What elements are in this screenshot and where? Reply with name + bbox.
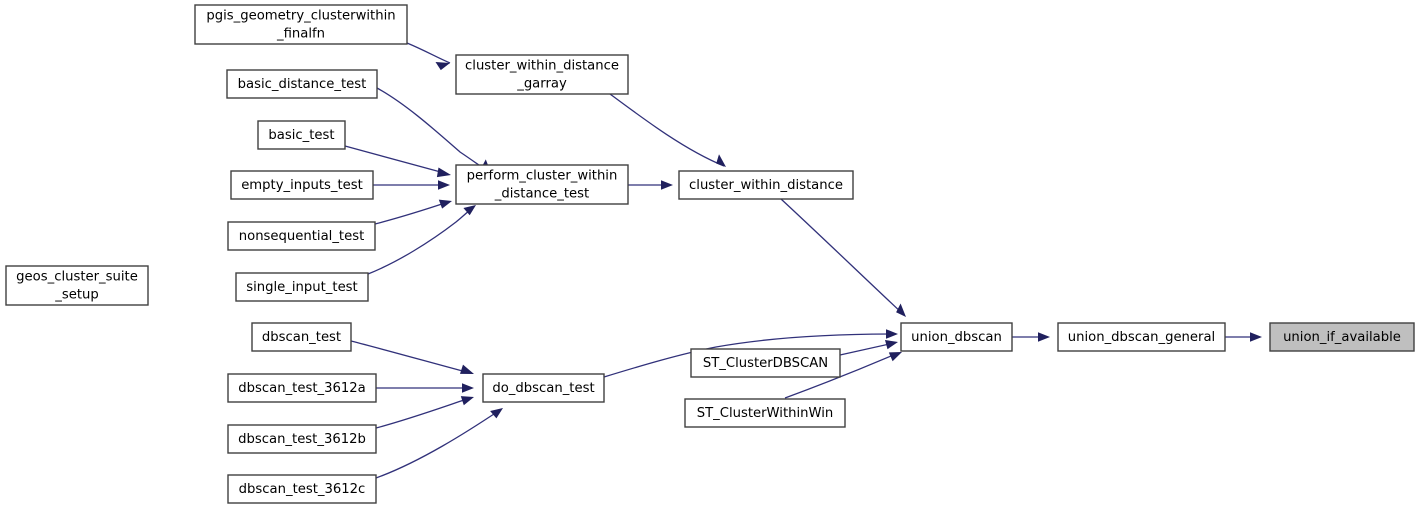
arrow-head-icon — [462, 383, 474, 393]
node-box[interactable] — [235, 272, 369, 302]
node-union_dbscan[interactable]: union_dbscan — [900, 322, 1013, 352]
node-label: dbscan_test_3612b — [238, 432, 366, 447]
node-label: dbscan_test_3612c — [239, 482, 366, 497]
node-nonsequential_test[interactable]: nonsequential_test — [227, 221, 376, 251]
edge-nonsequential_test-to-perform_cluster_within_distance_test — [374, 201, 449, 225]
node-box[interactable] — [455, 54, 629, 95]
node-basic_test[interactable]: basic_test — [257, 120, 346, 150]
edge-basic_test-to-perform_cluster_within_distance_test — [344, 145, 449, 175]
node-box[interactable] — [227, 424, 377, 454]
edge-ST_ClusterDBSCAN-to-union_dbscan — [839, 342, 895, 356]
node-dbscan_test_3612a[interactable]: dbscan_test_3612a — [227, 373, 377, 403]
node-box[interactable] — [900, 322, 1013, 352]
node-label: union_dbscan_general — [1068, 330, 1215, 345]
arrow-head-icon — [438, 180, 450, 190]
node-box[interactable] — [678, 170, 854, 200]
node-label: _finalfn — [276, 27, 325, 42]
arrow-head-icon — [435, 62, 450, 71]
node-box[interactable] — [227, 221, 376, 251]
node-label: do_dbscan_test — [492, 381, 594, 396]
edge-dbscan_test_3612b-to-do_dbscan_test — [375, 397, 471, 429]
node-box[interactable] — [251, 322, 352, 352]
arrow-head-icon — [438, 199, 452, 209]
node-box[interactable] — [482, 373, 605, 403]
node-box[interactable] — [684, 398, 846, 428]
node-label: ST_ClusterWithinWin — [697, 406, 834, 421]
edge-dbscan_test_3612c-to-do_dbscan_test — [375, 409, 501, 479]
node-box[interactable] — [230, 170, 374, 200]
node-geos_cluster_suite_setup[interactable]: geos_cluster_suite _setup — [5, 265, 149, 306]
node-ST_ClusterDBSCAN[interactable]: ST_ClusterDBSCAN — [690, 348, 841, 378]
edge-cluster_within_distance-to-union_dbscan — [780, 198, 904, 315]
arrow-head-icon — [888, 352, 902, 362]
node-union_if_available[interactable]: union_if_available — [1269, 322, 1415, 352]
node-label: dbscan_test_3612a — [238, 381, 365, 396]
edge-single_input_test-to-perform_cluster_within_distance_test — [367, 206, 474, 275]
node-box[interactable] — [257, 120, 346, 150]
arrow-head-icon — [490, 408, 503, 419]
node-dbscan_test[interactable]: dbscan_test — [251, 322, 352, 352]
node-label: perform_cluster_within — [467, 169, 618, 184]
arrow-head-icon — [436, 167, 451, 178]
node-label: nonsequential_test — [239, 229, 364, 244]
node-label: union_dbscan — [911, 330, 1002, 345]
arrow-head-icon — [896, 303, 906, 317]
arrow-head-icon — [661, 180, 673, 190]
edge-pgis_geometry_clusterwithin_finalfn-to-cluster_within_distance_garray — [406, 42, 451, 64]
node-box[interactable] — [1057, 322, 1226, 352]
node-label: ST_ClusterDBSCAN — [703, 356, 828, 371]
node-label: _distance_test — [494, 187, 589, 202]
node-pgis_geometry_clusterwithin_finalfn[interactable]: pgis_geometry_clusterwithin _finalfn — [194, 4, 408, 45]
arrow-head-icon — [1038, 332, 1050, 342]
node-do_dbscan_test[interactable]: do_dbscan_test — [482, 373, 605, 403]
edge-dbscan_test-to-do_dbscan_test — [350, 340, 471, 374]
node-empty_inputs_test[interactable]: empty_inputs_test — [230, 170, 374, 200]
edge-cluster_within_distance_garray-to-cluster_within_distance — [609, 93, 725, 167]
node-label: union_if_available — [1283, 330, 1401, 345]
node-box[interactable] — [226, 69, 378, 99]
arrow-head-icon — [463, 205, 476, 216]
node-label: dbscan_test — [262, 330, 341, 345]
arrow-head-icon — [460, 396, 474, 406]
node-box[interactable] — [1269, 322, 1415, 352]
node-cluster_within_distance[interactable]: cluster_within_distance — [678, 170, 854, 200]
node-box[interactable] — [227, 373, 377, 403]
arrow-head-icon — [460, 364, 474, 374]
node-dbscan_test_3612c[interactable]: dbscan_test_3612c — [227, 474, 377, 504]
arrow-head-icon — [886, 329, 898, 339]
arrow-head-icon — [716, 154, 726, 167]
node-union_dbscan_general[interactable]: union_dbscan_general — [1057, 322, 1226, 352]
node-cluster_within_distance_garray[interactable]: cluster_within_distance _garray — [455, 54, 629, 95]
node-box[interactable] — [690, 348, 841, 378]
node-label: _garray — [516, 77, 567, 92]
node-label: basic_test — [268, 128, 334, 143]
edge-do_dbscan_test-to-union_dbscan — [603, 333, 895, 378]
node-label: basic_distance_test — [238, 77, 367, 92]
node-label: pgis_geometry_clusterwithin — [206, 9, 395, 24]
node-label: empty_inputs_test — [241, 178, 363, 193]
nodes-layer: pgis_geometry_clusterwithin _finalfnclust… — [5, 4, 1415, 504]
arrow-head-icon — [1250, 332, 1262, 342]
node-box[interactable] — [194, 4, 408, 45]
node-box[interactable] — [227, 474, 377, 504]
node-dbscan_test_3612b[interactable]: dbscan_test_3612b — [227, 424, 377, 454]
node-label: geos_cluster_suite — [16, 270, 138, 285]
node-perform_cluster_within_distance_test[interactable]: perform_cluster_within _distance_test — [455, 164, 629, 205]
edge-ST_ClusterWithinWin-to-union_dbscan — [784, 352, 899, 399]
node-label: cluster_within_distance — [689, 178, 843, 193]
node-box[interactable] — [5, 265, 149, 306]
node-label: single_input_test — [246, 280, 357, 295]
node-label: cluster_within_distance — [465, 59, 619, 74]
node-box[interactable] — [455, 164, 629, 205]
node-ST_ClusterWithinWin[interactable]: ST_ClusterWithinWin — [684, 398, 846, 428]
arrow-head-icon — [885, 340, 898, 350]
node-basic_distance_test[interactable]: basic_distance_test — [226, 69, 378, 99]
node-label: _setup — [54, 288, 98, 303]
node-single_input_test[interactable]: single_input_test — [235, 272, 369, 302]
